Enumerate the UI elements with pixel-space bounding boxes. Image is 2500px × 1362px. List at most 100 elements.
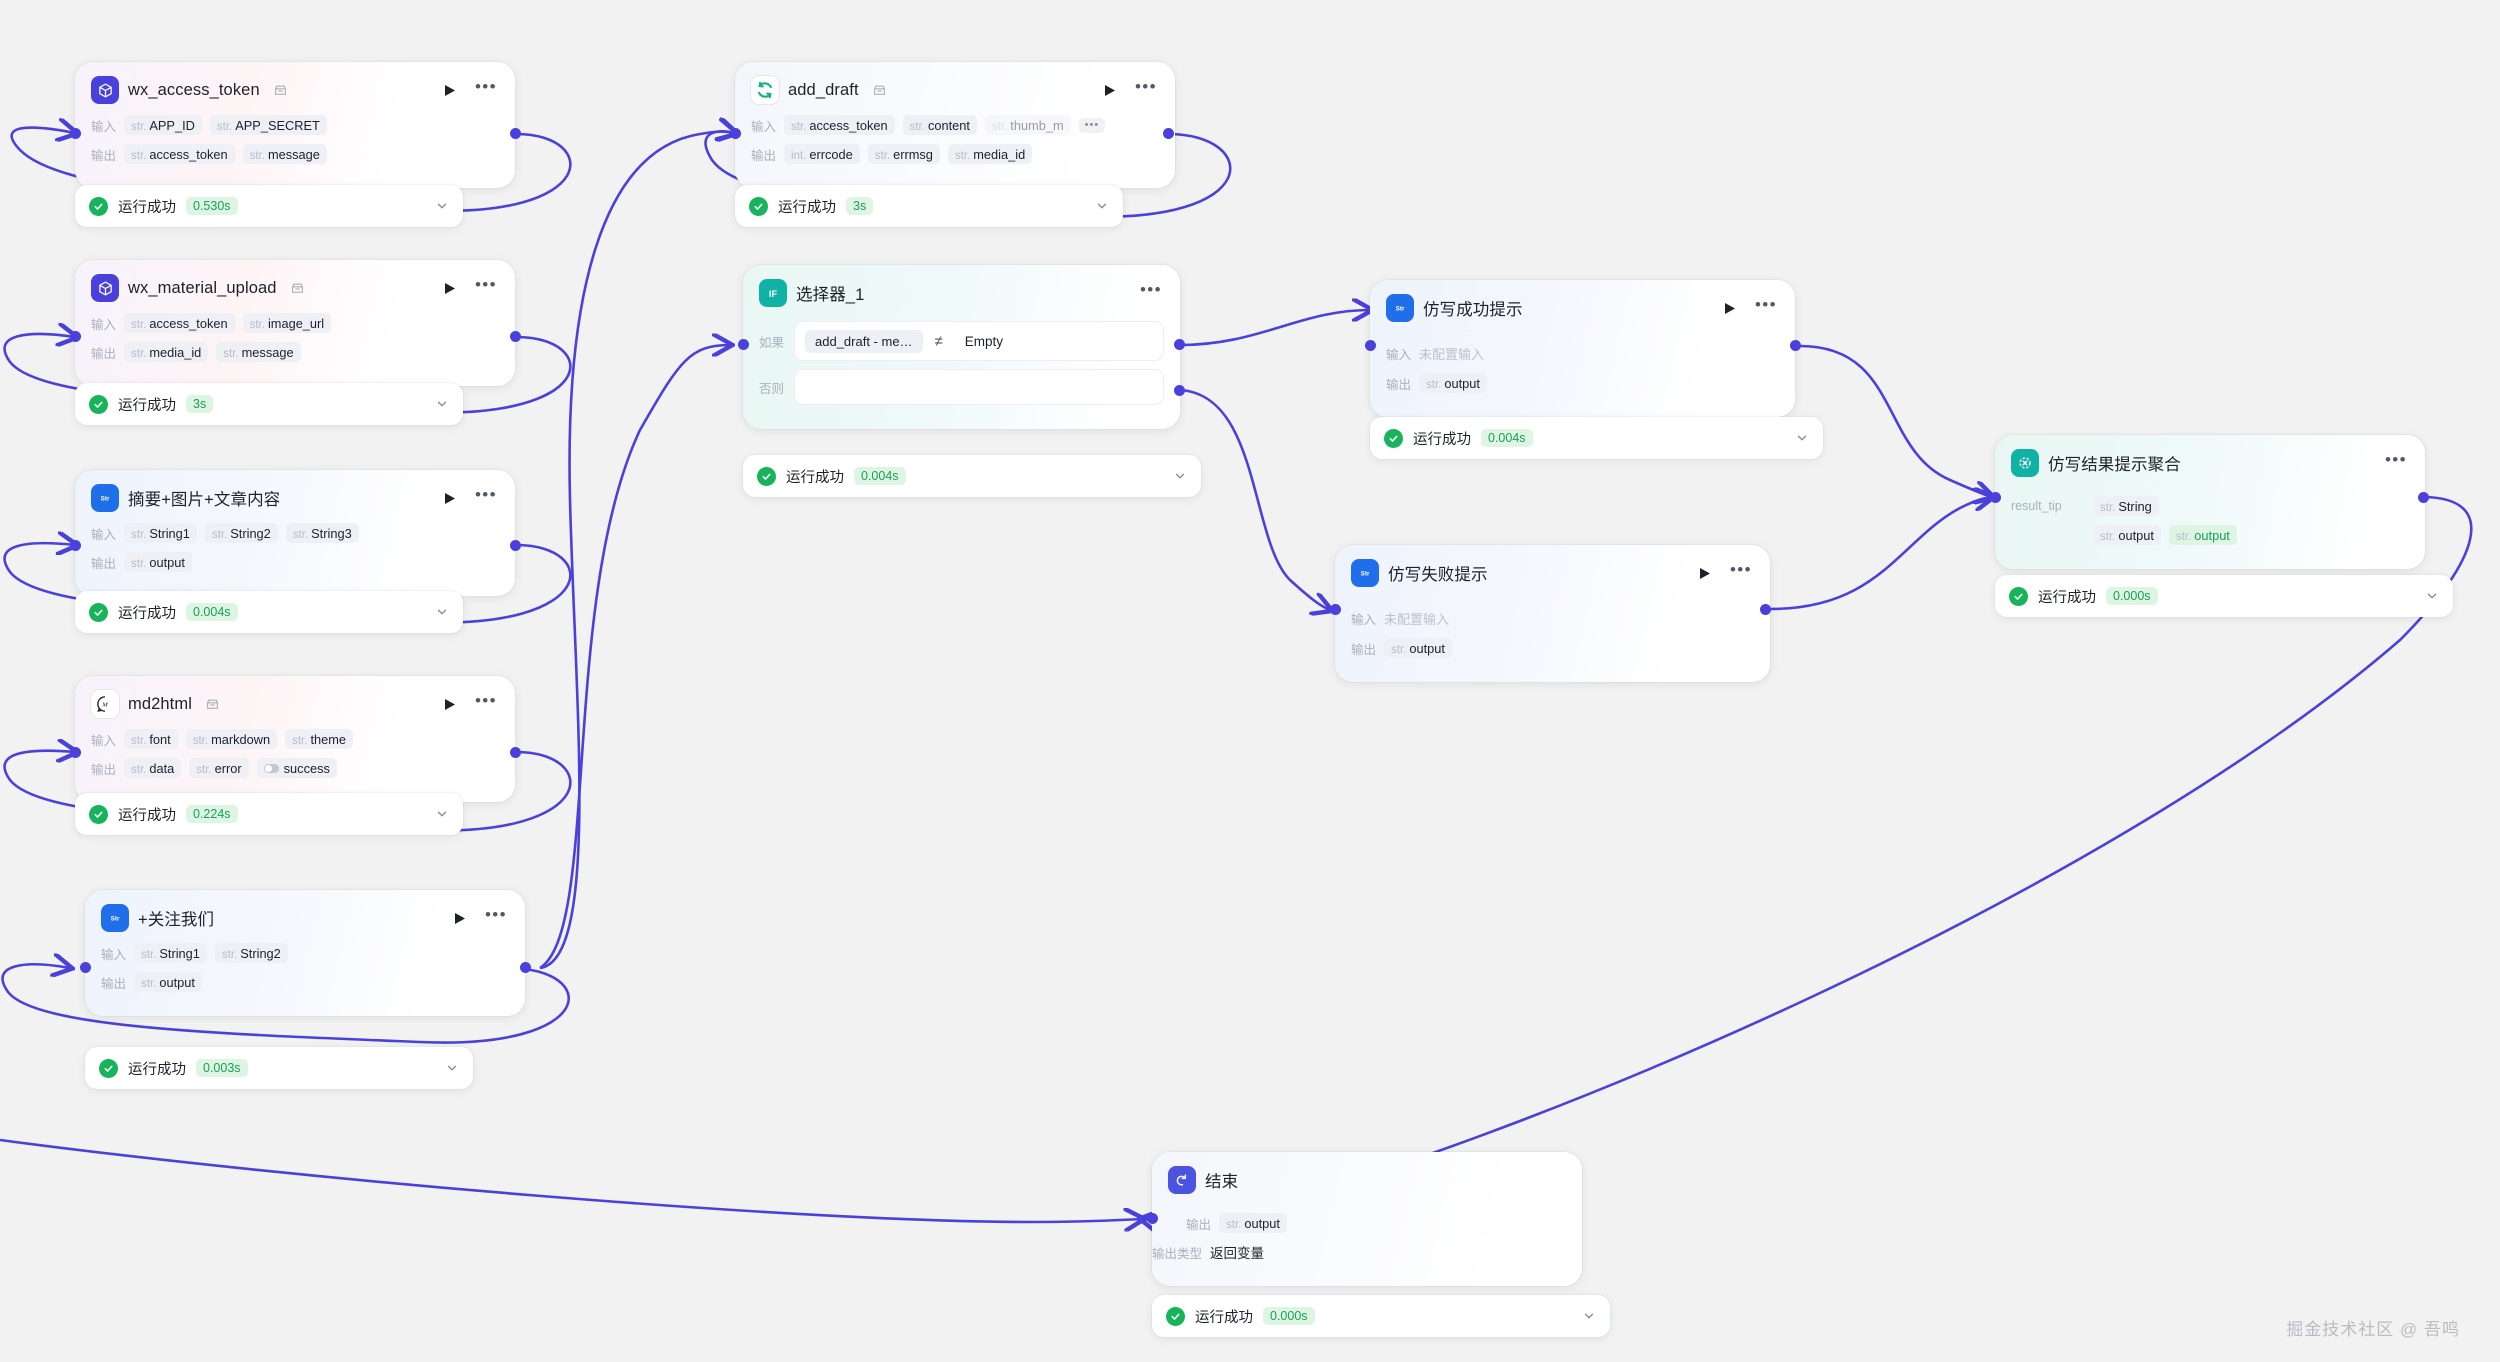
port-chip[interactable]: str.content <box>902 115 977 135</box>
port-chip-boolean[interactable]: success <box>256 758 337 778</box>
node-wx-material-upload[interactable]: wx_material_upload ••• 输入 str.access_tok… <box>75 260 515 386</box>
status-bar-rewrite-result-aggregate[interactable]: 运行成功 0.000s <box>1995 575 2453 617</box>
status-bar-md2html[interactable]: 运行成功 0.224s <box>75 793 463 835</box>
node-add-draft[interactable]: add_draft ••• 输入 str.access_token str.co… <box>735 62 1175 188</box>
port-chip[interactable]: str.String2 <box>214 943 288 963</box>
port-chip[interactable]: str.message <box>216 342 301 362</box>
port-chip[interactable]: str.media_id <box>124 342 209 362</box>
port-chip[interactable]: str.String2 <box>204 523 278 543</box>
node-menu-button[interactable]: ••• <box>2384 450 2407 469</box>
chevron-down-icon[interactable] <box>1173 469 1187 483</box>
port-chip[interactable]: str.theme <box>285 729 354 749</box>
port-chip[interactable]: str.output <box>124 552 192 572</box>
chevron-down-icon[interactable] <box>445 1061 459 1075</box>
node-md2html[interactable]: M md2html ••• 输入 str.font str.markdown s… <box>75 676 515 802</box>
input-port[interactable] <box>70 540 81 551</box>
chevron-down-icon[interactable] <box>1095 199 1109 213</box>
port-chip[interactable]: str.access_token <box>784 115 895 135</box>
node-menu-button[interactable]: ••• <box>474 691 497 710</box>
port-chip[interactable]: str.String <box>2093 496 2159 516</box>
output-port[interactable] <box>1163 128 1174 139</box>
condition-variable[interactable]: add_draft - me… <box>805 329 923 353</box>
port-chip[interactable]: str.String1 <box>134 943 207 963</box>
run-node-button[interactable] <box>442 490 458 506</box>
node-menu-button[interactable]: ••• <box>474 275 497 294</box>
output-port[interactable] <box>510 747 521 758</box>
input-port[interactable] <box>1330 604 1341 615</box>
run-node-button[interactable] <box>1697 565 1713 581</box>
port-chip[interactable]: str.markdown <box>185 729 278 749</box>
port-chip[interactable]: str.APP_SECRET <box>209 115 327 135</box>
run-node-button[interactable] <box>442 696 458 712</box>
port-chip[interactable]: str.access_token <box>124 313 235 333</box>
output-port[interactable] <box>510 128 521 139</box>
status-bar-add-draft[interactable]: 运行成功 3s <box>735 185 1123 227</box>
port-chip[interactable]: str.output <box>1419 373 1487 393</box>
port-chip[interactable]: str.String3 <box>285 523 359 543</box>
input-port[interactable] <box>80 962 91 973</box>
port-chip[interactable]: str.output <box>1384 638 1452 658</box>
port-chip[interactable]: str.message <box>242 144 327 164</box>
node-end[interactable]: 结束 输出 str.output 输出类型 返回变量 <box>1152 1152 1582 1286</box>
chevron-down-icon[interactable] <box>2425 589 2439 603</box>
output-port[interactable] <box>510 331 521 342</box>
output-port[interactable] <box>510 540 521 551</box>
status-bar-selector-1[interactable]: 运行成功 0.004s <box>743 455 1201 497</box>
else-box[interactable] <box>794 369 1164 405</box>
node-menu-button[interactable]: ••• <box>484 905 507 924</box>
port-chip[interactable]: str.output <box>2093 525 2161 545</box>
node-wx-access-token[interactable]: wx_access_token ••• 输入 str.APP_ID str.AP… <box>75 62 515 188</box>
output-port-false[interactable] <box>1174 385 1185 396</box>
node-rewrite-success-tip[interactable]: Str 仿写成功提示 ••• 输入 未配置输入 输出 str.output <box>1370 280 1795 417</box>
status-bar-wx-access-token[interactable]: 运行成功 0.530s <box>75 185 463 227</box>
input-port[interactable] <box>70 331 81 342</box>
port-chip[interactable]: str.errmsg <box>867 144 940 164</box>
output-port-true[interactable] <box>1174 339 1185 350</box>
chevron-down-icon[interactable] <box>435 807 449 821</box>
node-rewrite-fail-tip[interactable]: Str 仿写失败提示 ••• 输入 未配置输入 输出 str.output <box>1335 545 1770 682</box>
output-port[interactable] <box>2418 492 2429 503</box>
output-port[interactable] <box>1790 340 1801 351</box>
node-rewrite-result-aggregate[interactable]: 仿写结果提示聚合 ••• result_tip str.String str.o… <box>1995 435 2425 569</box>
status-bar-rewrite-success-tip[interactable]: 运行成功 0.004s <box>1370 417 1823 459</box>
node-follow-us[interactable]: Str +关注我们 ••• 输入 str.String1 str.String2… <box>85 890 525 1016</box>
status-bar-end[interactable]: 运行成功 0.000s <box>1152 1295 1610 1337</box>
input-port[interactable] <box>1365 340 1376 351</box>
port-chip[interactable]: str.output <box>1219 1213 1287 1233</box>
port-chip[interactable]: str.output <box>134 972 202 992</box>
run-node-button[interactable] <box>1102 82 1118 98</box>
chevron-down-icon[interactable] <box>1582 1309 1596 1323</box>
port-chip[interactable]: str.access_token <box>124 144 235 164</box>
node-summary-image-article[interactable]: Str 摘要+图片+文章内容 ••• 输入 str.String1 str.St… <box>75 470 515 596</box>
condition-operator[interactable]: ≠ <box>934 332 943 350</box>
status-bar-wx-material-upload[interactable]: 运行成功 3s <box>75 383 463 425</box>
run-node-button[interactable] <box>452 910 468 926</box>
output-port[interactable] <box>1760 604 1771 615</box>
chevron-down-icon[interactable] <box>435 605 449 619</box>
port-chip[interactable]: str.data <box>124 758 182 778</box>
port-chip[interactable]: str.APP_ID <box>124 115 202 135</box>
port-chip[interactable]: str.media_id <box>947 144 1033 164</box>
port-chip-truncated[interactable]: str.thumb_m <box>984 115 1071 135</box>
chevron-down-icon[interactable] <box>435 199 449 213</box>
input-port[interactable] <box>1990 492 2001 503</box>
input-port[interactable] <box>70 128 81 139</box>
input-port[interactable] <box>1147 1213 1158 1224</box>
chevron-down-icon[interactable] <box>435 397 449 411</box>
port-chip[interactable]: str.font <box>124 729 178 749</box>
port-chip[interactable]: str.error <box>189 758 249 778</box>
condition-value[interactable]: Empty <box>964 333 1004 349</box>
port-chip[interactable]: str.String1 <box>124 523 197 543</box>
port-chip[interactable]: str.image_url <box>242 313 332 333</box>
port-chip[interactable]: int.errcode <box>784 144 860 164</box>
run-node-button[interactable] <box>442 82 458 98</box>
status-bar-summary-image-article[interactable]: 运行成功 0.004s <box>75 591 463 633</box>
node-menu-button[interactable]: ••• <box>474 77 497 96</box>
input-port[interactable] <box>70 747 81 758</box>
node-menu-button[interactable]: ••• <box>1754 295 1777 314</box>
port-chip-highlighted[interactable]: str.output <box>2168 525 2237 545</box>
node-selector-1[interactable]: IF 选择器_1 ••• 如果 add_draft - me… ≠ Empty … <box>743 265 1180 429</box>
condition-box[interactable]: add_draft - me… ≠ Empty <box>794 321 1164 361</box>
output-port[interactable] <box>520 962 531 973</box>
